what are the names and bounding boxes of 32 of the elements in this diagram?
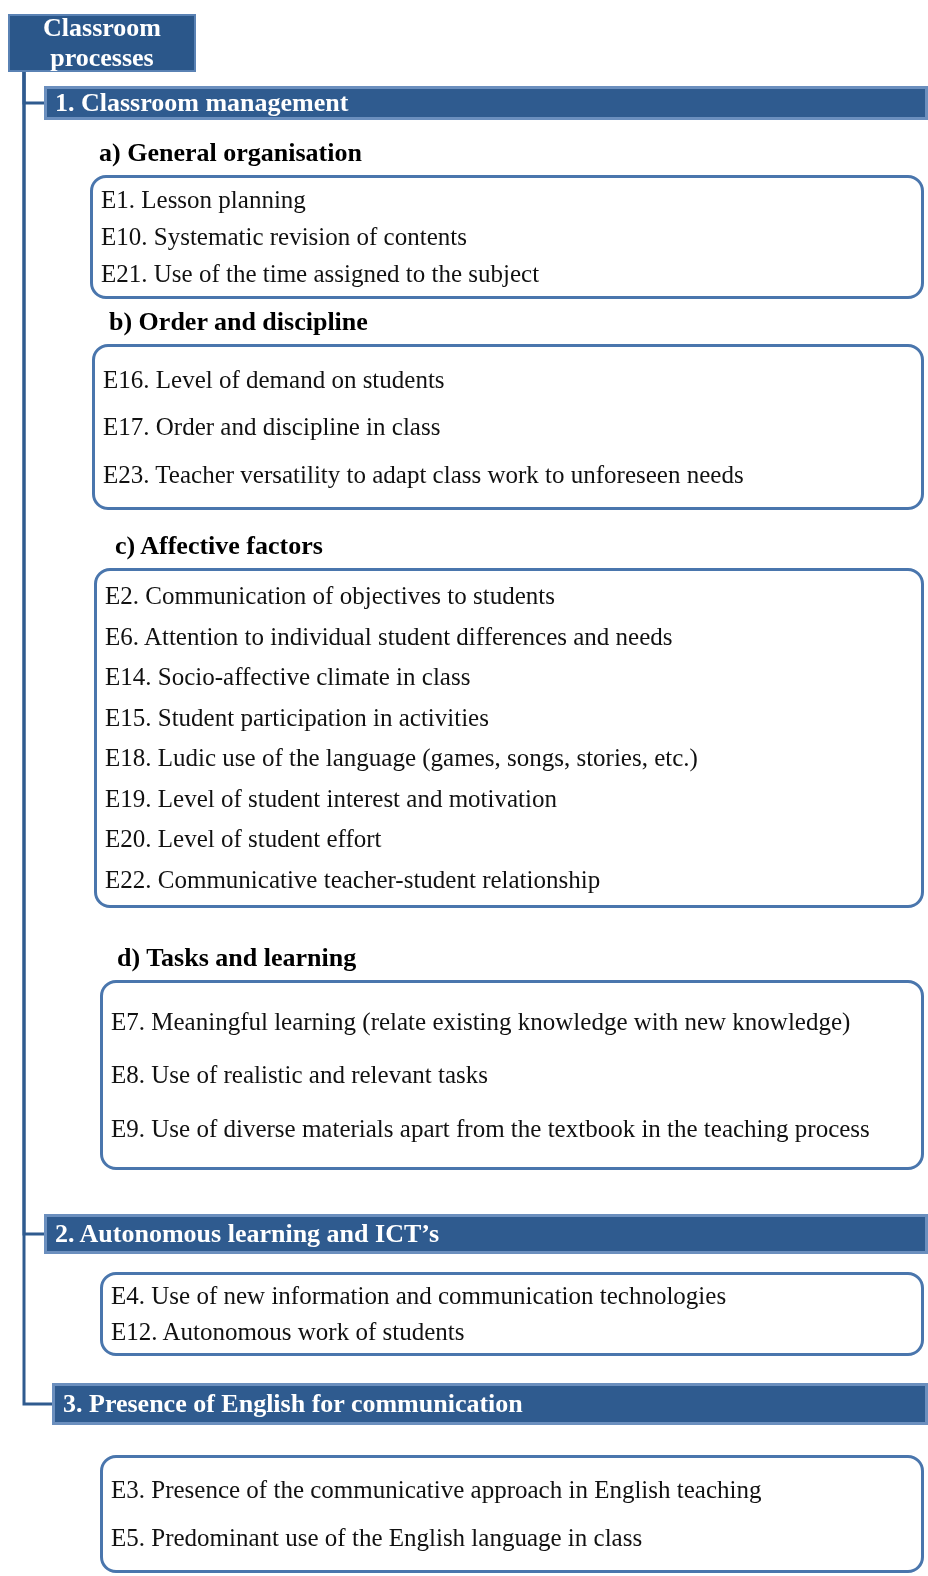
item-text: E5. Predominant use of the English language in class: [111, 1522, 644, 1553]
item-text: E12. Autonomous work of students: [111, 1317, 466, 1347]
item-text: E16. Level of demand on students: [103, 364, 446, 395]
item-text: E15. Student participation in activities: [105, 702, 490, 733]
section-header-bar: 2. Autonomous learning and ICT’s: [44, 1214, 928, 1254]
section-header-bar: 1. Classroom management: [44, 86, 928, 120]
item-text: E9. Use of diverse materials apart from the textbook in the teaching process: [111, 1113, 871, 1144]
subsection-heading: a) General organisation: [99, 138, 362, 168]
item-text: E8. Use of realistic and relevant tasks: [111, 1060, 489, 1090]
connector-line: [22, 72, 52, 1406]
item-text: E20. Level of student effort: [105, 824, 383, 855]
item-text: E1. Lesson planning: [101, 185, 307, 215]
item-text: E4. Use of new information and communication technologies: [111, 1281, 728, 1311]
item-text: E3. Presence of the communicative approach in English teaching: [111, 1475, 763, 1506]
item-text: E17. Order and discipline in class: [103, 412, 442, 442]
item-text: E14. Socio-affective climate in class: [105, 662, 472, 693]
item-text: E2. Communication of objectives to students: [105, 581, 556, 612]
item-text: E23. Teacher versatility to adapt class work to unforeseen needs: [103, 459, 745, 490]
section-header-bar: 3. Presence of English for communication: [52, 1383, 928, 1425]
item-list-box: [100, 1272, 924, 1356]
subsection-heading: d) Tasks and learning: [117, 943, 357, 973]
subsection-heading: c) Affective factors: [115, 531, 323, 561]
item-text: E10. Systematic revision of contents: [101, 222, 468, 252]
item-text: E18. Ludic use of the language (games, songs, stories, etc.): [105, 743, 699, 774]
root-box: Classroom processes: [8, 14, 196, 72]
item-text: E21. Use of the time assigned to the subject: [101, 259, 541, 289]
item-text: E7. Meaningful learning (relate existing knowledge with new knowledge): [111, 1006, 852, 1037]
item-text: E19. Level of student interest and motivation: [105, 783, 558, 814]
item-text: E6. Attention to individual student differences and needs: [105, 621, 674, 652]
subsection-heading: b) Order and discipline: [109, 307, 368, 337]
item-text: E22. Communicative teacher-student relationship: [105, 864, 602, 895]
item-list-box: [100, 1455, 924, 1573]
